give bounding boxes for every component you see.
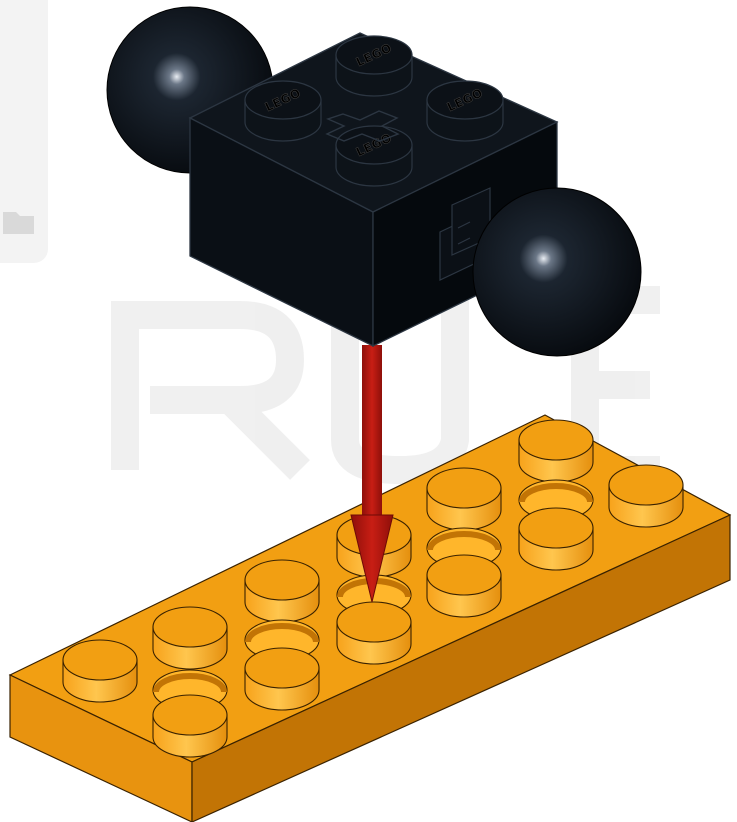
- plate-stud: [519, 508, 593, 570]
- brick-stud: LEGO: [427, 81, 503, 141]
- plate-stud: [153, 607, 227, 669]
- plate-stud: [427, 555, 501, 617]
- plate-stud: [153, 695, 227, 757]
- plate-stud: [245, 560, 319, 622]
- plate-stud: [427, 468, 501, 530]
- brick-stud: LEGO: [336, 126, 412, 186]
- plate-stud: [63, 640, 137, 702]
- ball-joint-right: [473, 188, 641, 356]
- plate-stud: [245, 648, 319, 710]
- brick-stud: LEGO: [245, 81, 321, 141]
- brick-stud: LEGO: [336, 36, 412, 96]
- faded-panel: [0, 0, 48, 263]
- plate-stud: [609, 465, 683, 527]
- plate-stud: [337, 602, 411, 664]
- plate-stud: [519, 420, 593, 482]
